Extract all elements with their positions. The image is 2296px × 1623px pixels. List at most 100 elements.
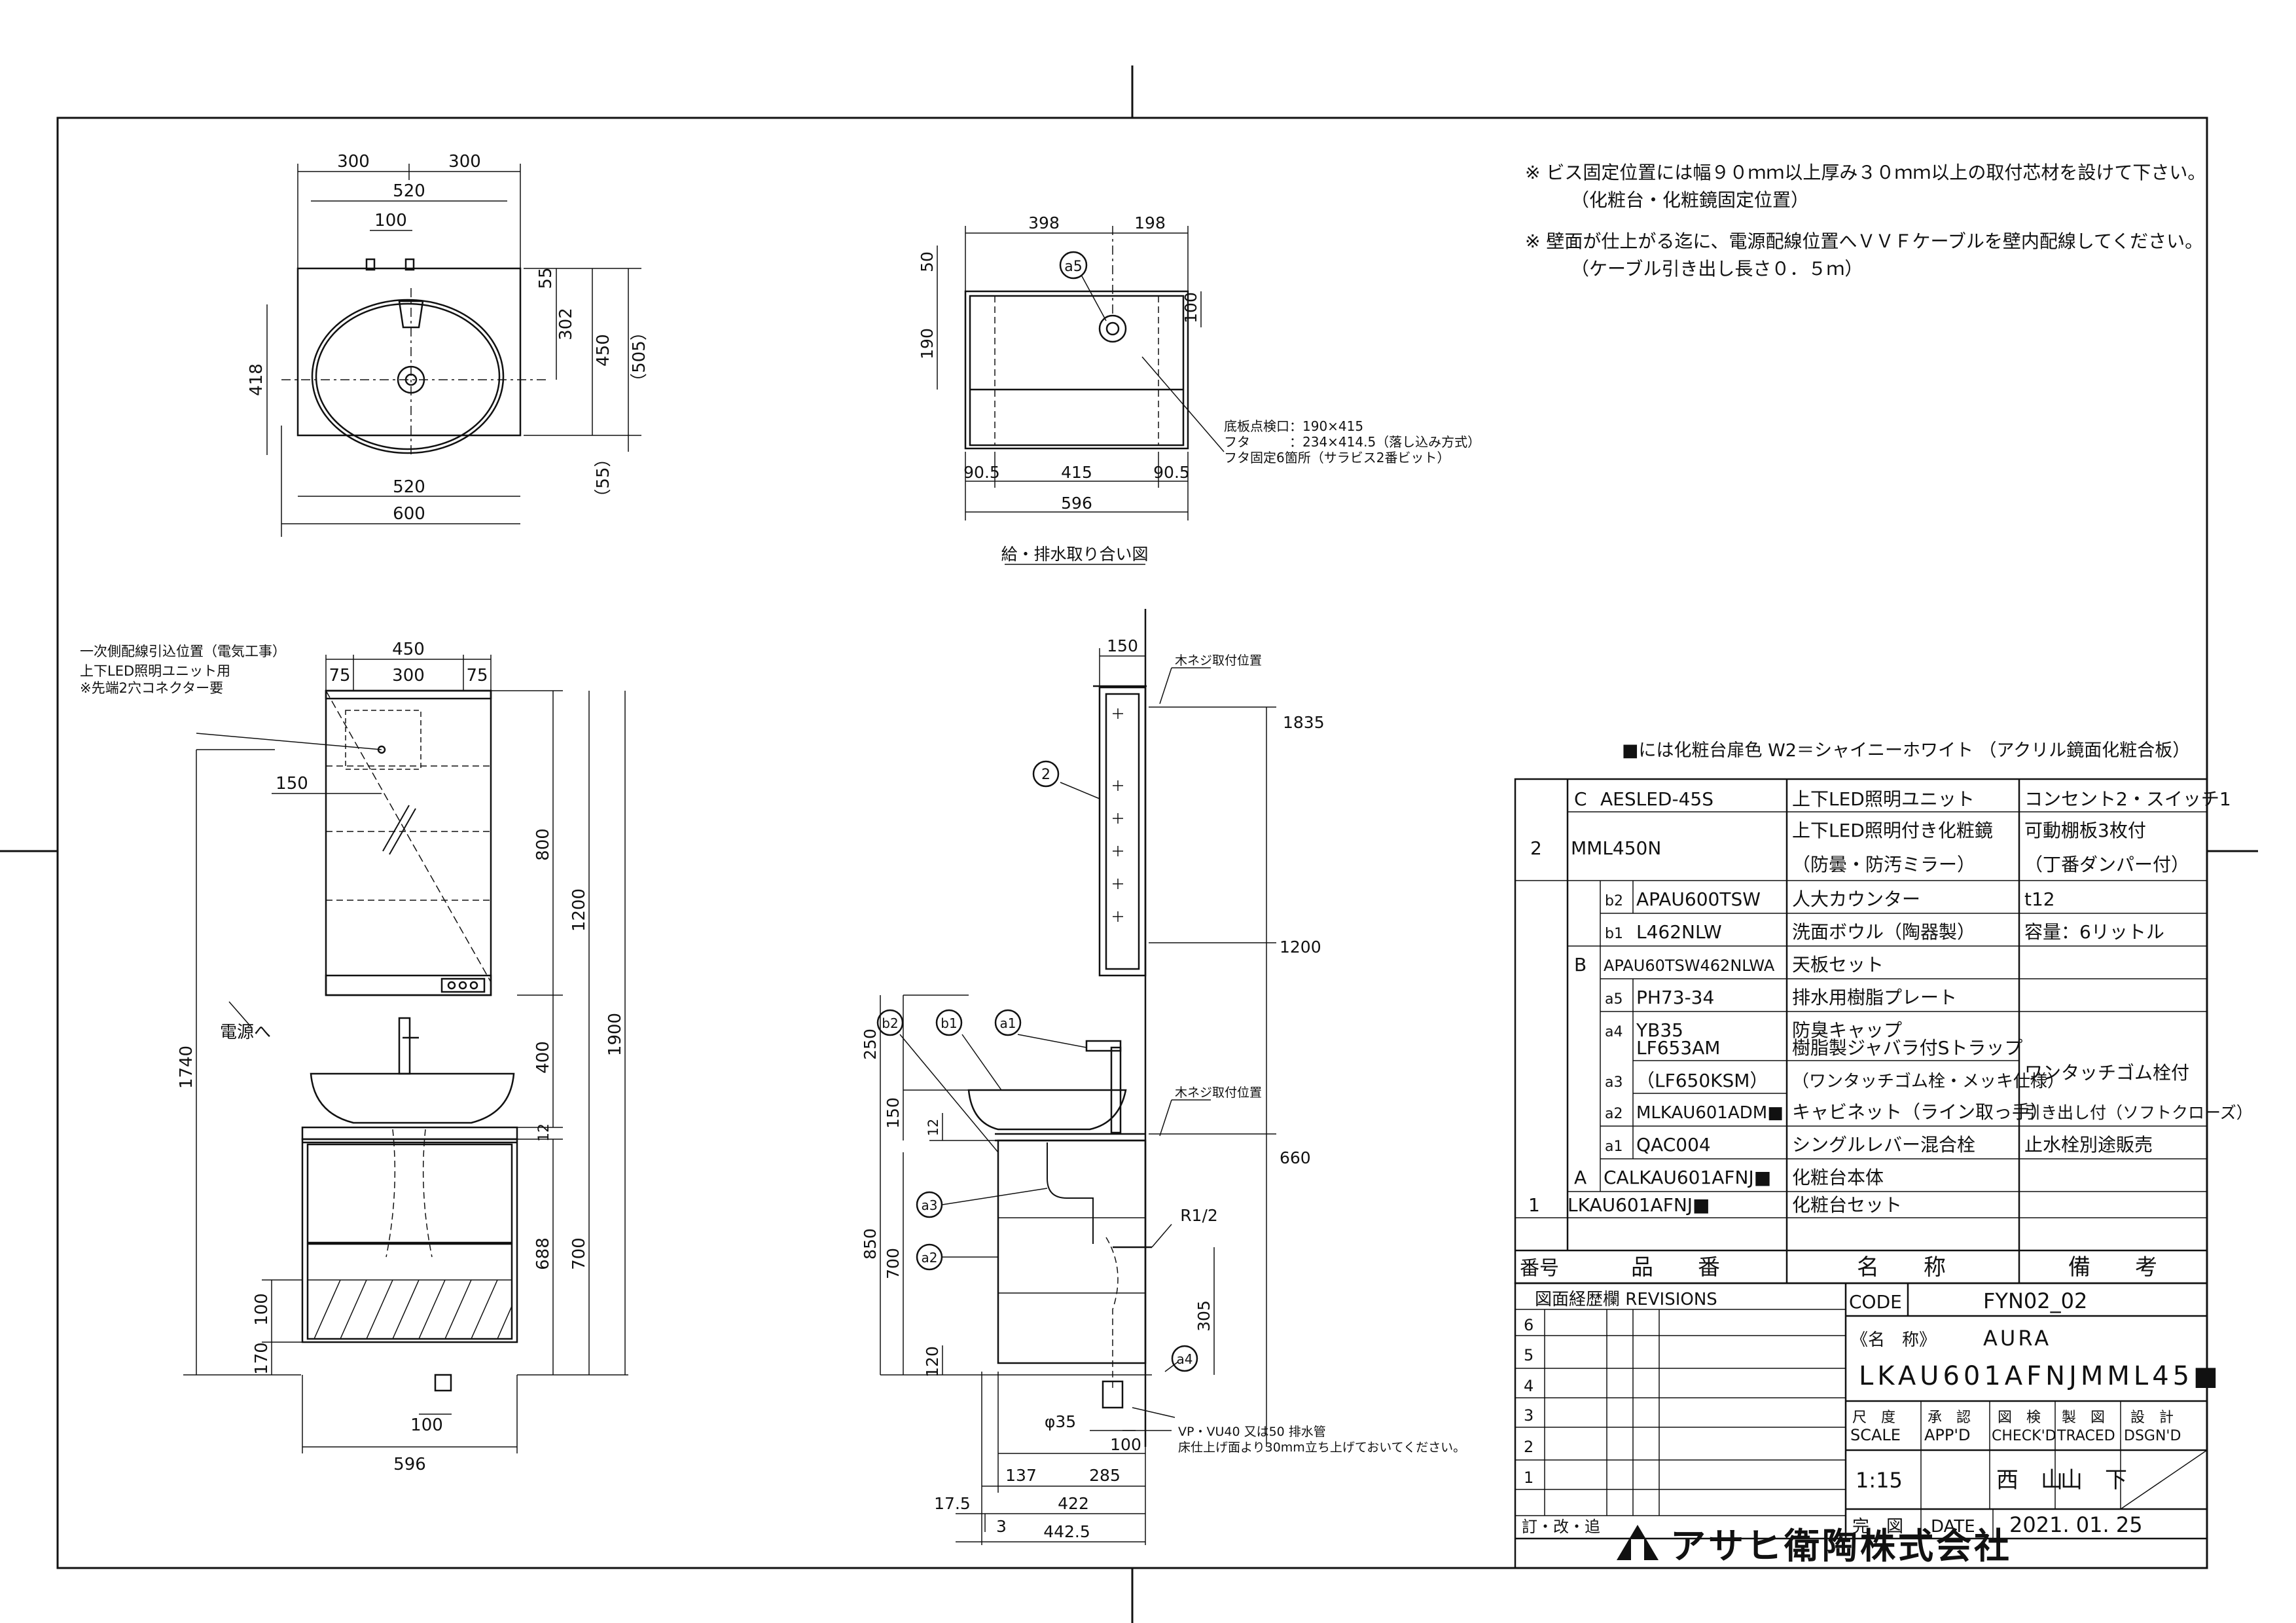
svg-text:西 山: 西 山 (1996, 1467, 2063, 1493)
svg-text:100: 100 (374, 211, 407, 230)
table-header: 番号 品 番 名 称 備 考 (1520, 1254, 2157, 1281)
svg-text:φ35: φ35 (1045, 1412, 1076, 1431)
svg-text:底板点検口：190×415: 底板点検口：190×415 (1224, 418, 1363, 434)
svg-text:596: 596 (393, 1455, 426, 1474)
svg-text:100: 100 (1181, 292, 1200, 323)
svg-text:a2: a2 (922, 1250, 938, 1266)
svg-text:CHECK'D: CHECK'D (1992, 1428, 2056, 1444)
svg-text:引き出し付（ソフトクローズ）: 引き出し付（ソフトクローズ） (2024, 1103, 2253, 1122)
svg-text:b1: b1 (941, 1015, 957, 1031)
svg-text:MML450N: MML450N (1571, 837, 1661, 859)
svg-text:ワンタッチゴム栓付: ワンタッチゴム栓付 (2024, 1062, 2189, 1084)
svg-text:1: 1 (1524, 1468, 1534, 1487)
table-row: 2 MML450N 上下LED照明付き化粧鏡 （防曇・防汚ミラー） 可動棚板3枚… (1530, 820, 2189, 875)
svg-text:660: 660 (1280, 1148, 1311, 1167)
svg-text:1:15: 1:15 (1856, 1468, 1903, 1493)
svg-text:シングルレバー混合栓: シングルレバー混合栓 (1792, 1134, 1975, 1156)
table-row: a4 YB35 防臭キャップ (1605, 1019, 1902, 1041)
svg-text:木ネジ取付位置: 木ネジ取付位置 (1175, 653, 1262, 668)
svg-text:850: 850 (861, 1228, 880, 1260)
svg-text:100: 100 (410, 1415, 443, 1435)
svg-text:a4: a4 (1605, 1024, 1623, 1040)
svg-text:APP'D: APP'D (1924, 1426, 1970, 1444)
svg-text:75: 75 (329, 666, 350, 685)
svg-text:398: 398 (1028, 213, 1060, 232)
svg-text:2: 2 (1530, 837, 1542, 859)
company-name: アサヒ衛陶株式会社 (1670, 1525, 2012, 1567)
svg-text:APAU60TSW462NLWA: APAU60TSW462NLWA (1604, 957, 1775, 975)
table-row: B APAU60TSW462NLWA 天板セット (1574, 954, 1884, 976)
svg-text:B: B (1574, 954, 1587, 976)
svg-text:DSGN'D: DSGN'D (2124, 1428, 2181, 1444)
svg-text:フタ固定6箇所（サラビス2番ビット）: フタ固定6箇所（サラビス2番ビット） (1224, 450, 1450, 465)
table-row: a1 QAC004 シングルレバー混合栓 止水栓別途販売 (1605, 1134, 2153, 1156)
svg-text:a1: a1 (1605, 1139, 1623, 1155)
top-view (266, 164, 641, 537)
table-row: a5 PH73-34 排水用樹脂プレート (1605, 987, 1957, 1008)
svg-text:（防曇・防汚ミラー）: （防曇・防汚ミラー） (1792, 854, 1975, 875)
svg-text:12: 12 (925, 1119, 941, 1137)
svg-text:止水栓別途販売: 止水栓別途販売 (2024, 1134, 2153, 1156)
svg-text:※先端2穴コネクター要: ※先端2穴コネクター要 (80, 680, 223, 696)
color-note: ■には化粧台扉色 W2＝シャイニーホワイト （アクリル鏡面化粧合板） (1622, 740, 2191, 761)
svg-text:800: 800 (533, 828, 553, 861)
svg-text:305: 305 (1194, 1300, 1213, 1332)
top-view-dims: 300 300 520 100 520 600 55 302 450 （505）… (247, 152, 649, 524)
svg-text:302: 302 (556, 308, 576, 340)
svg-text:b2: b2 (1605, 893, 1623, 909)
svg-text:1200: 1200 (1280, 938, 1321, 957)
svg-text:承 認: 承 認 (1928, 1410, 1971, 1426)
plumbing-view (937, 226, 1225, 565)
svg-text:可動棚板3枚付: 可動棚板3枚付 (2024, 820, 2146, 841)
svg-text:55: 55 (536, 267, 556, 289)
svg-text:170: 170 (252, 1342, 272, 1375)
svg-text:品 番: 品 番 (1631, 1254, 1720, 1281)
company-logo-icon (1617, 1525, 1659, 1560)
svg-text:上下LED照明付き化粧鏡: 上下LED照明付き化粧鏡 (1792, 820, 1993, 841)
svg-text:LKAU601AFNJ■: LKAU601AFNJ■ (1568, 1194, 1710, 1216)
svg-text:化粧台セット: 化粧台セット (1792, 1194, 1902, 1216)
side-view (876, 609, 1276, 1545)
svg-text:上下LED照明ユニット: 上下LED照明ユニット (1792, 788, 1975, 810)
note-line-4: （ケーブル引き出し長さ０．５ｍ） (1571, 258, 1863, 280)
svg-text:300: 300 (337, 152, 370, 172)
svg-text:1200: 1200 (569, 888, 589, 932)
svg-text:（LF650KSM）: （LF650KSM） (1636, 1070, 1768, 1091)
svg-text:2: 2 (1524, 1438, 1534, 1456)
svg-text:700: 700 (884, 1248, 903, 1279)
svg-text:完 図: 完 図 (1852, 1517, 1903, 1537)
front-view (183, 655, 628, 1453)
svg-text:DATE: DATE (1931, 1517, 1975, 1537)
svg-text:備 考: 備 考 (2068, 1254, 2157, 1281)
svg-text:596: 596 (1061, 494, 1092, 513)
parts-table: C AESLED-45S 上下LED照明ユニット コンセント2・スイッチ1 2 … (1520, 788, 2253, 1281)
svg-text:418: 418 (247, 363, 266, 396)
svg-text:図 検: 図 検 (1998, 1410, 2041, 1426)
svg-text:a1: a1 (1000, 1015, 1016, 1031)
svg-text:設 計: 設 計 (2130, 1410, 2174, 1426)
svg-text:3: 3 (996, 1517, 1007, 1536)
svg-text:b1: b1 (1605, 926, 1623, 942)
svg-text:3: 3 (1524, 1406, 1534, 1425)
svg-text:尺 度: 尺 度 (1852, 1410, 1895, 1426)
svg-text:17.5: 17.5 (934, 1494, 971, 1513)
svg-text:300: 300 (392, 666, 425, 685)
svg-text:TRACED: TRACED (2056, 1428, 2115, 1444)
svg-text:天板セット: 天板セット (1792, 954, 1884, 976)
svg-text:AESLED-45S: AESLED-45S (1600, 788, 1713, 810)
svg-text:図面経歴欄 REVISIONS: 図面経歴欄 REVISIONS (1535, 1290, 1717, 1309)
svg-text:a3: a3 (922, 1197, 938, 1213)
svg-text:a5: a5 (1064, 259, 1082, 275)
front-view-labels: 一次側配線引込位置（電気工事） 上下LED照明ユニット用 ※先端2穴コネクター要… (80, 640, 625, 1474)
svg-text:150: 150 (884, 1097, 903, 1129)
svg-text:422: 422 (1058, 1494, 1089, 1513)
svg-text:300: 300 (448, 152, 481, 172)
svg-text:QAC004: QAC004 (1636, 1134, 1711, 1156)
svg-text:樹脂製ジャバラ付Sトラップ: 樹脂製ジャバラ付Sトラップ (1792, 1037, 2022, 1059)
svg-text:285: 285 (1089, 1466, 1121, 1485)
title-block: 図面経歴欄 REVISIONS CODE FYN02_02 《名 称》 AURA… (1522, 1288, 2218, 1537)
svg-text:90.5: 90.5 (1153, 463, 1190, 482)
table-row: A CALKAU601AFNJ■ 化粧台本体 (1574, 1167, 1884, 1188)
svg-text:a5: a5 (1605, 991, 1623, 1008)
